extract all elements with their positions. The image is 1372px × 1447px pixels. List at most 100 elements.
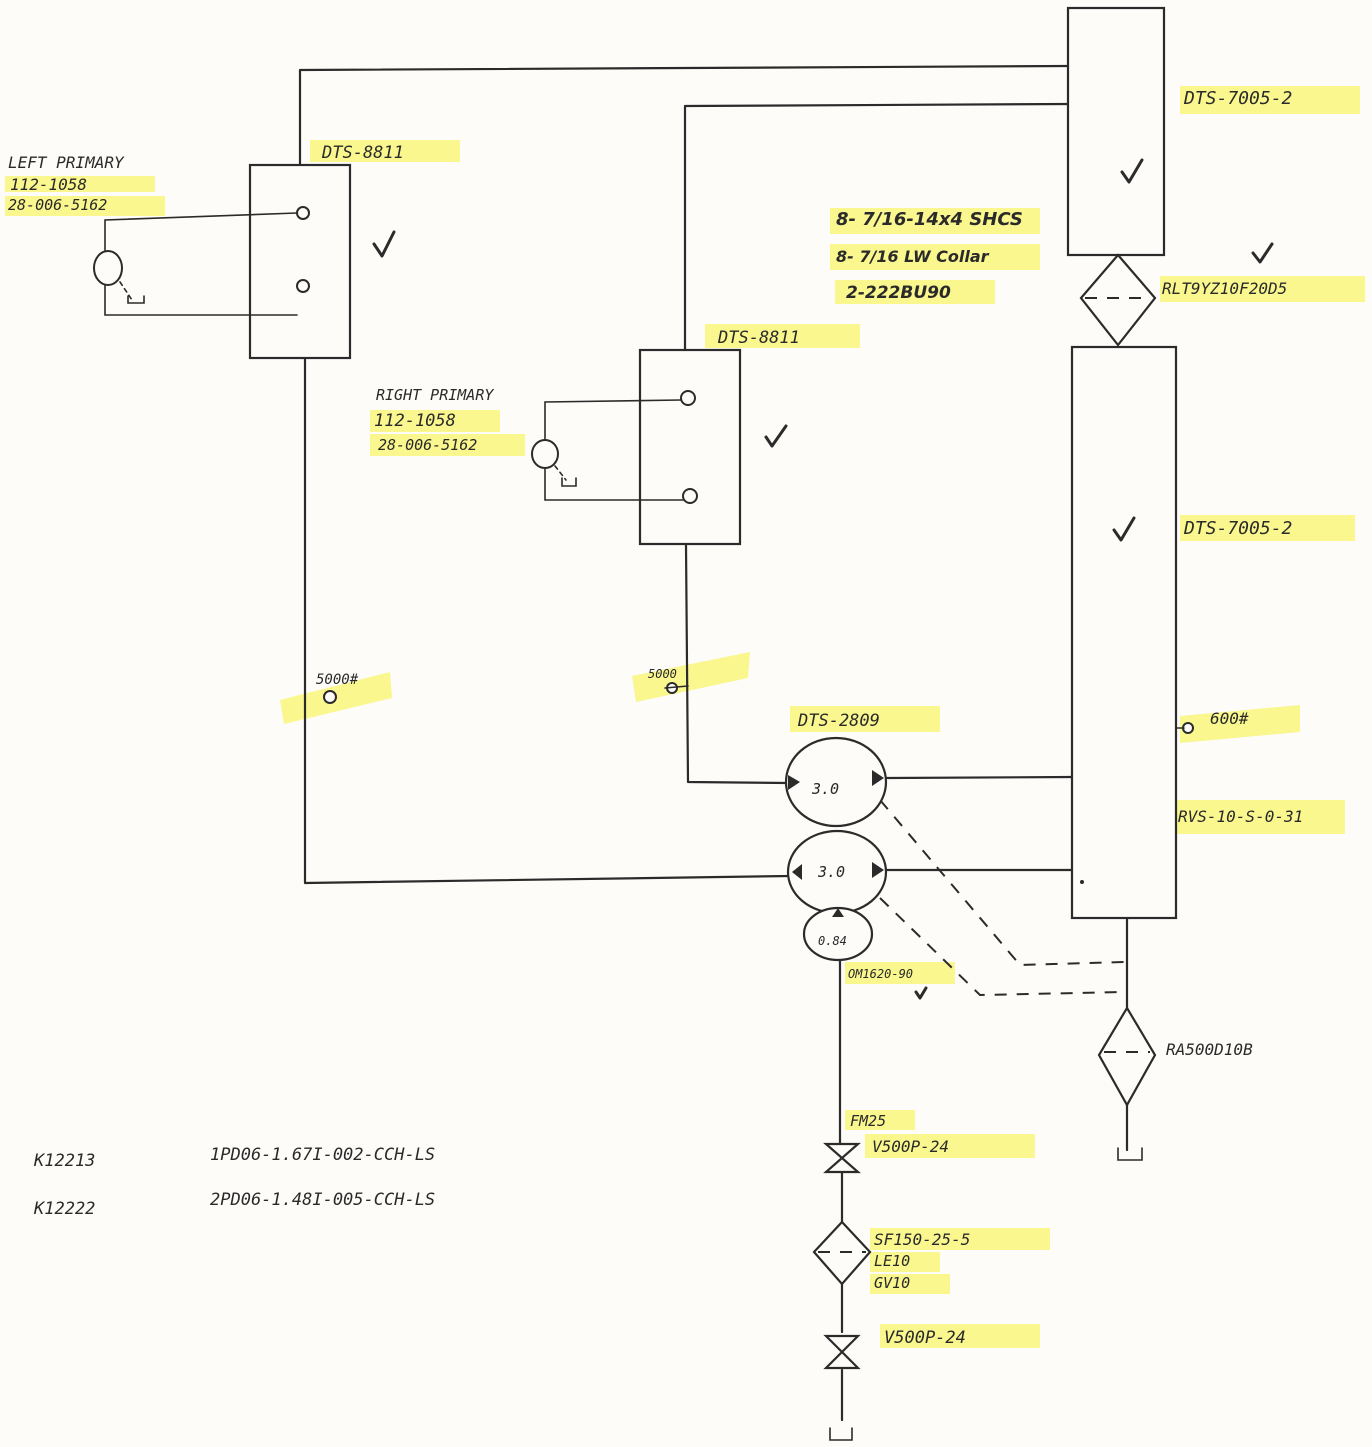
check-left-block-icon: [372, 230, 396, 258]
right-manifold-block: [638, 348, 742, 546]
pump-bottom-arrow-out-icon: [872, 862, 884, 878]
motor-model-label: OM1620-90: [848, 967, 913, 981]
gauge-left-port: [323, 690, 337, 704]
gauge-right-label: 600#: [1210, 709, 1249, 728]
highlight-hardware-3: [835, 280, 995, 304]
piping: [298, 64, 1129, 1422]
highlight-dts8811-left: [310, 140, 460, 162]
line-right-return: [684, 543, 790, 785]
pump-bottom-arrow-in-icon: [792, 864, 802, 880]
check-motor-icon: [914, 986, 928, 1000]
return-filter: [1097, 1005, 1157, 1161]
left-port-a: [296, 206, 310, 220]
labels: LEFT PRIMARY 112-1058 28-006-5162 DTS-88…: [8, 88, 1303, 1348]
kit-2-part: 2PD06-1.48I-005-CCH-LS: [210, 1190, 435, 1210]
motor-value: 0.84: [818, 934, 847, 948]
hardware-line-2: 8- 7/16 LW Collar: [836, 247, 990, 266]
block-dot: [1080, 880, 1084, 884]
pump-top-arrow-in-icon: [788, 775, 800, 790]
valve-upper-icon: [823, 1142, 861, 1174]
suction-filter-model: SF150-25-5: [874, 1230, 970, 1249]
highlight-right-part: [370, 410, 500, 432]
right-port-a: [680, 390, 696, 406]
return-filter-label: RA500D10B: [1166, 1040, 1253, 1059]
right-dts8811-block: [531, 348, 742, 546]
dts8811-left-label: DTS-8811: [321, 143, 404, 163]
highlight-left-part: [5, 176, 155, 192]
pump-assembly: [784, 736, 888, 962]
highlight-rvs: [1175, 800, 1345, 834]
suction-filter-le: LE10: [874, 1252, 910, 1270]
kit-2-id: K12222: [33, 1199, 95, 1219]
relief-valve-label: RVS-10-S-0-31: [1178, 807, 1303, 826]
suction-tank-icon: [829, 1427, 853, 1441]
gauge-mid-label: 5000: [648, 667, 677, 681]
right-cylinder-dash: [554, 465, 567, 481]
line-top-left: [298, 64, 1072, 167]
highlight-dts2809: [790, 706, 940, 732]
check-right-block-icon: [764, 424, 788, 448]
left-drain-icon: [127, 295, 145, 304]
rlt-filter-label: RLT9YZ10F20D5: [1162, 279, 1287, 298]
highlight-gv10: [870, 1274, 950, 1294]
gauge-mid-tap: [664, 685, 689, 689]
valve-lower-icon: [823, 1334, 861, 1370]
dts2809-label: DTS-2809: [797, 711, 880, 731]
highlight-valve-lower: [880, 1324, 1040, 1348]
hardware-line-1: 8- 7/16-14x4 SHCS: [836, 209, 1023, 230]
hardware-line-3: 2-222BU90: [846, 283, 951, 303]
dts7005-top-label: DTS-7005-2: [1183, 88, 1292, 109]
check-bottom-7005-icon: [1112, 516, 1136, 542]
highlight-le10: [870, 1252, 940, 1272]
suction-components: [812, 1142, 872, 1441]
left-cylinder-dash: [119, 281, 133, 301]
left-primary-title: LEFT PRIMARY: [8, 153, 125, 172]
highlight-dts7005-top: [1180, 86, 1360, 114]
case-drain-lines: [879, 799, 1126, 997]
highlight-gauge-right: [1180, 705, 1300, 743]
line-left-return: [303, 356, 792, 885]
check-top-7005-icon: [1120, 158, 1144, 184]
kit-1-part: 1PD06-1.67I-002-CCH-LS: [210, 1145, 435, 1165]
check-marks: [372, 158, 1274, 1000]
return-filter-icon: [1097, 1005, 1157, 1108]
right-primary-serial: 28-006-5162: [378, 436, 477, 454]
kit-1-id: K12213: [33, 1151, 95, 1171]
rlt-filter-icon: [1079, 253, 1157, 347]
highlight-dts7005-bottom: [1180, 515, 1355, 541]
highlight-sf150: [870, 1228, 1050, 1250]
highlight-valve-upper: [865, 1134, 1035, 1158]
left-primary-part: 112-1058: [10, 175, 87, 194]
gauge-left-label: 5000#: [316, 672, 359, 688]
right-cylinder-icon: [531, 439, 559, 469]
return-tank-icon: [1117, 1147, 1143, 1161]
dts7005-bottom-label: DTS-7005-2: [1183, 518, 1292, 539]
motor-arrow-icon: [832, 908, 844, 917]
dts7005-bottom-block: [1070, 345, 1178, 920]
dts7005-top-block: [1066, 6, 1166, 257]
gauges: [323, 682, 1194, 734]
highlight-rlt: [1160, 276, 1365, 302]
pump-top-arrow-out-icon: [872, 770, 884, 786]
left-cylinder-icon: [93, 250, 123, 286]
valve-upper-label: V500P-24: [872, 1137, 949, 1156]
check-rlt-icon: [1251, 242, 1274, 264]
line-pump-top-out: [884, 775, 1075, 780]
highlight-gauge-mid: [632, 652, 750, 702]
right-port-b: [682, 488, 698, 504]
dts7005-stack: [1066, 6, 1178, 920]
right-primary-part: 112-1058: [374, 411, 456, 431]
highlight-hardware-2: [830, 244, 1040, 270]
highlight-right-serial: [370, 434, 525, 456]
pump-top-icon: [784, 736, 888, 828]
highlight-left-serial: [5, 196, 165, 216]
dash-drain-1: [879, 799, 1126, 967]
right-drain-icon: [561, 477, 577, 487]
pump-top-value: 3.0: [811, 780, 839, 798]
highlight-motor: [845, 962, 955, 984]
highlights: [5, 86, 1365, 1348]
left-manifold-block: [248, 163, 352, 360]
valve-lower-label: V500P-24: [884, 1328, 966, 1348]
right-primary-title: RIGHT PRIMARY: [376, 386, 494, 404]
